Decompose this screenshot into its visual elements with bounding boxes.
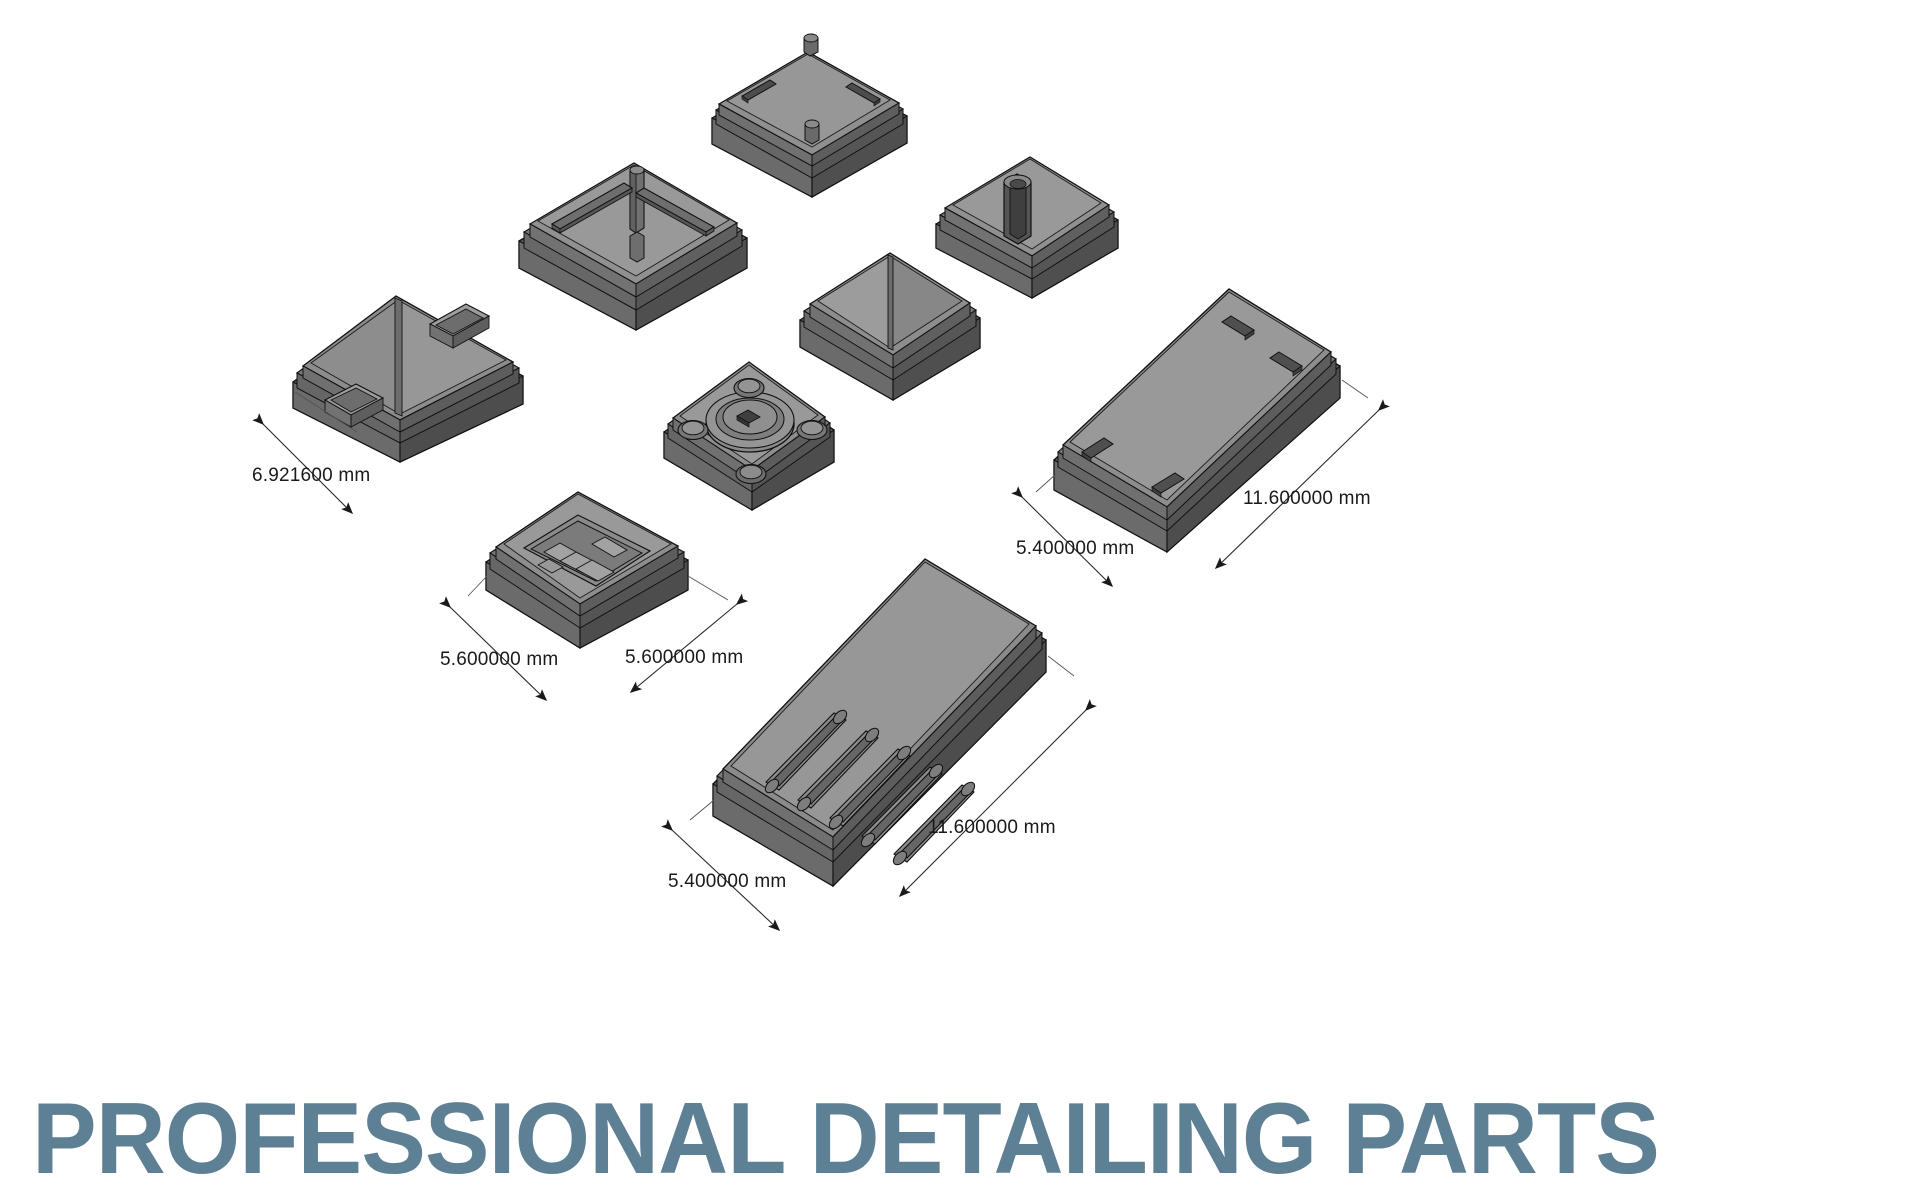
dimension-rect-right-width: 5.400000 mm: [1011, 473, 1134, 588]
dim-label-rect-right-length: 11.600000 mm: [1243, 488, 1371, 509]
dimension-grille-left: 5.600000 mm: [439, 575, 558, 702]
dim-label-rect-bottom-length: 11.600000 mm: [928, 817, 1056, 838]
part-wedge-bracket: [292, 295, 524, 463]
dim-label-rect-right-width: 5.400000 mm: [1016, 538, 1134, 559]
dimension-rect-right-length: 11.600000 mm: [1214, 379, 1390, 570]
part-square-two-slots: [711, 33, 908, 198]
part-grille: [485, 491, 689, 649]
dimension-rect-bottom-length: 11.600000 mm: [898, 655, 1097, 898]
part-round-boss: [663, 361, 835, 511]
dimension-rect-bottom-width: 5.400000 mm: [661, 799, 786, 932]
part-cross-rib: [518, 162, 748, 331]
dim-label-grille-right: 5.600000 mm: [625, 647, 743, 668]
dim-label-grille-left: 5.600000 mm: [440, 649, 558, 670]
part-diagonal-ridge: [799, 252, 981, 401]
dim-label-rect-bottom-width: 5.400000 mm: [668, 871, 786, 892]
part-rect-five-ribs: [712, 558, 1047, 888]
part-oval-slot: [935, 156, 1119, 299]
dimension-grille-right: 5.600000 mm: [625, 575, 749, 693]
part-rect-four-slots: [1053, 288, 1341, 554]
dim-label-wedge-width: 6.921600 mm: [252, 465, 370, 486]
dimension-wedge-width: 6.921600 mm: [252, 391, 370, 515]
